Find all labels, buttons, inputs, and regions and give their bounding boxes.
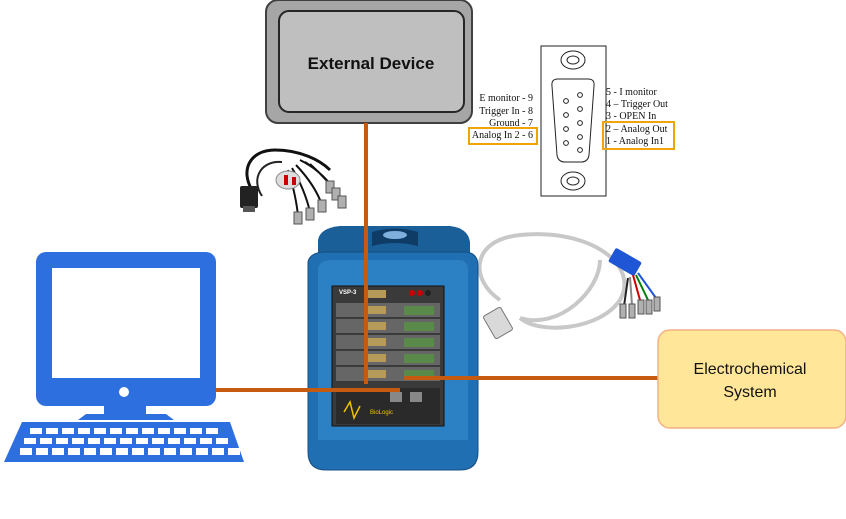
external-device: External Device (265, 0, 473, 124)
wires (216, 123, 658, 392)
instrument-model: VSP-3 (339, 290, 357, 296)
connector-right-pins: 5 - I monitor 4 – Trigger Out 3 - OPEN I… (606, 87, 668, 147)
pin-label: 3 - OPEN In (606, 111, 656, 122)
pin-label: Trigger In - 8 (479, 106, 533, 117)
bnc-cable-icon (228, 127, 360, 226)
electrochemical-system: Electrochemical System (657, 329, 846, 429)
pin-label: E monitor - 9 (479, 93, 533, 104)
computer-icon (4, 252, 244, 462)
pin-label: Ground - 7 (489, 118, 533, 129)
instrument-brand: BioLogic (370, 410, 393, 416)
db9-connector-icon (540, 45, 607, 197)
connector-left-pins: E monitor - 9 Trigger In - 8 Ground - 7 … (472, 93, 533, 141)
pin-label: 1 - Analog In1 (606, 136, 664, 147)
analog-out-in-highlight (602, 121, 675, 150)
keyboard-keys (20, 428, 240, 455)
potentiostat-icon: VSP-3 BioLogic (307, 226, 479, 471)
system-label-line2: System (723, 384, 776, 401)
system-label-line1: Electrochemical (694, 361, 807, 378)
pin-label: 4 – Trigger Out (606, 99, 668, 110)
pin-label: 5 - I monitor (606, 87, 657, 98)
pin-label: Analog In 2 - 6 (472, 130, 533, 141)
external-device-label: External Device (308, 54, 435, 73)
pin-label: 2 – Analog Out (606, 124, 668, 135)
analog-in-highlight (468, 127, 538, 145)
electrode-cable-icon (477, 232, 661, 340)
